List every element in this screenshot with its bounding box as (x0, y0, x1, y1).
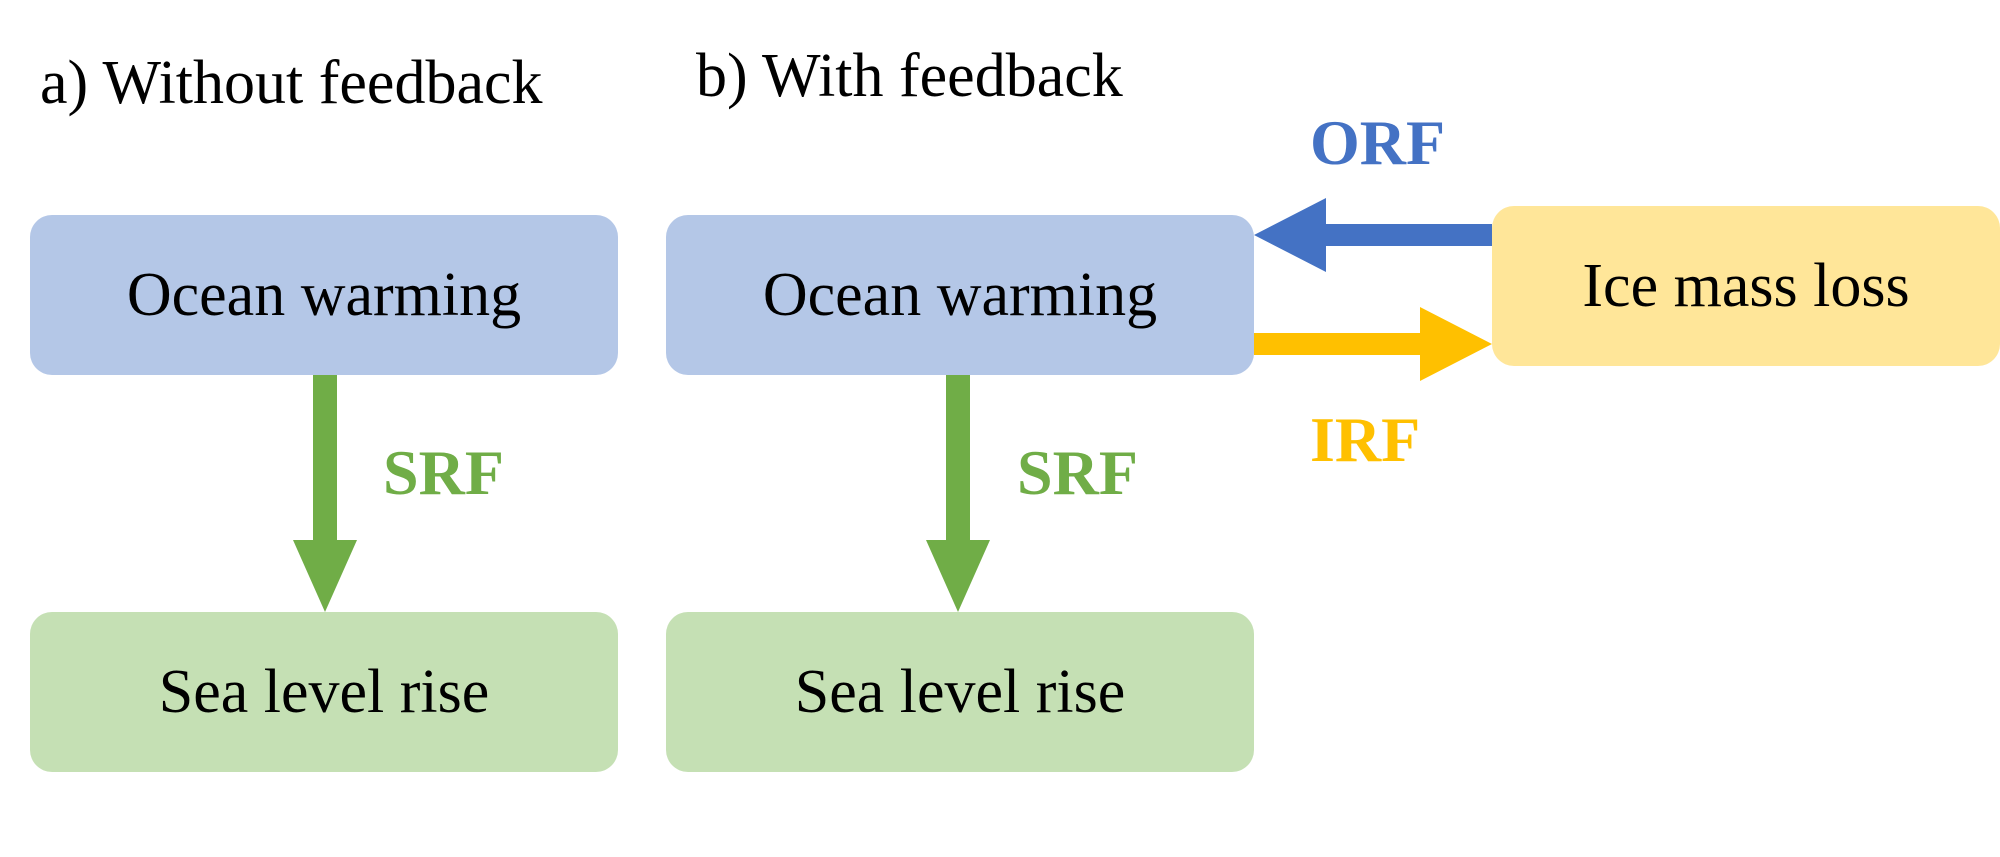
sea-level-rise-box-a: Sea level rise (30, 612, 618, 772)
ocean-warming-label-b: Ocean warming (762, 260, 1158, 329)
ocean-warming-label-a: Ocean warming (126, 260, 522, 329)
orf-label: ORF (1310, 107, 1446, 178)
irf-label: IRF (1310, 404, 1421, 475)
orf-arrow (1254, 198, 1492, 272)
sea-level-rise-label-b: Sea level rise (794, 657, 1126, 726)
srf-label-a: SRF (383, 437, 504, 508)
panel-a-title: a) Without feedback (40, 49, 543, 117)
irf-arrow (1254, 307, 1492, 381)
srf-arrow-b (926, 375, 990, 612)
ocean-warming-box-b: Ocean warming (666, 215, 1254, 375)
sea-level-rise-label-a: Sea level rise (158, 657, 490, 726)
srf-arrow-a (293, 375, 357, 612)
panel-b-title: b) With feedback (696, 42, 1123, 110)
ice-mass-loss-label: Ice mass loss (1582, 251, 1910, 320)
ocean-warming-box-a: Ocean warming (30, 215, 618, 375)
sea-level-rise-box-b: Sea level rise (666, 612, 1254, 772)
srf-label-b: SRF (1017, 437, 1138, 508)
ice-mass-loss-box: Ice mass loss (1492, 206, 2000, 366)
